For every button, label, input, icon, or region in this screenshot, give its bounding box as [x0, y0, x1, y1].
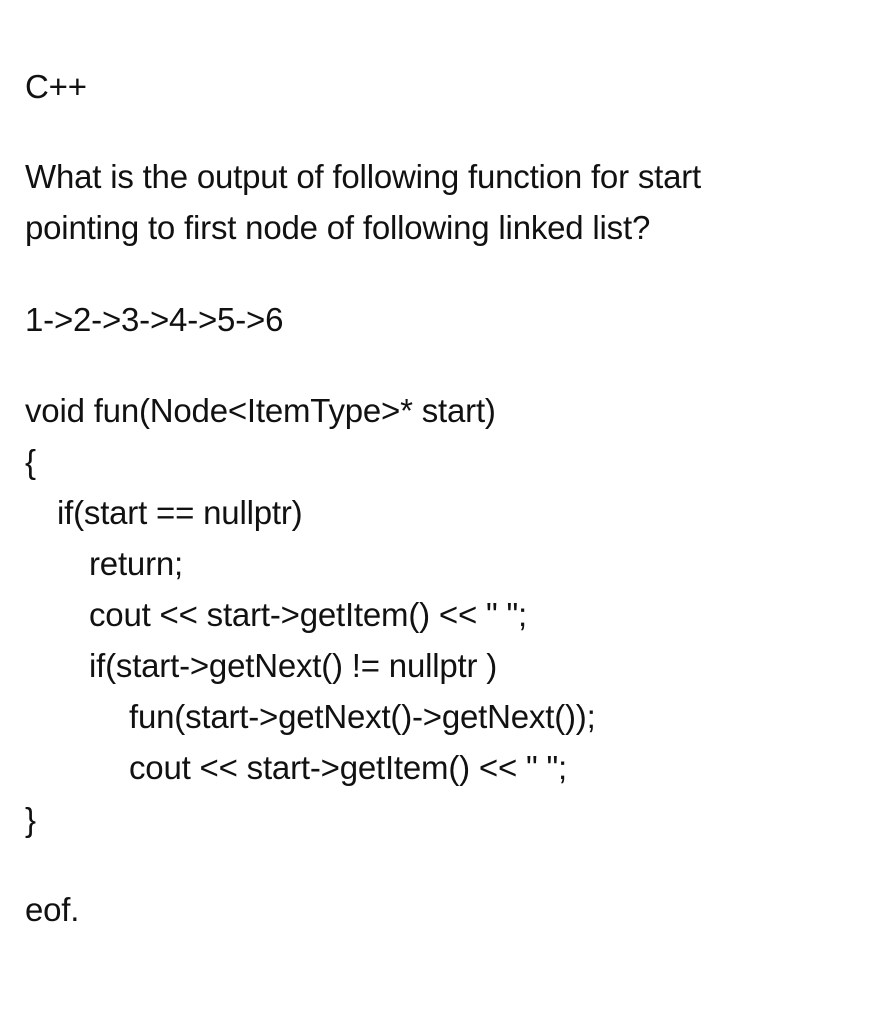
- code-signature: void fun(Node<ItemType>* start): [25, 392, 496, 429]
- language-label: C++: [25, 68, 87, 105]
- code-open-brace: {: [25, 443, 36, 480]
- code-cout-first: cout << start->getItem() << " ";: [89, 596, 527, 633]
- question-text-line-2: pointing to first node of following link…: [25, 209, 651, 246]
- code-close-brace: }: [25, 801, 36, 838]
- code-return: return;: [89, 545, 183, 582]
- linked-list-text: 1->2->3->4->5->6: [25, 301, 284, 338]
- code-if-next: if(start->getNext() != nullptr ): [89, 647, 498, 684]
- footer-text: eof.: [25, 891, 80, 928]
- code-recursive-call: fun(start->getNext()->getNext());: [129, 698, 596, 735]
- code-cout-second: cout << start->getItem() << " ";: [129, 749, 567, 786]
- question-text-line-1: What is the output of following function…: [25, 158, 702, 195]
- code-if-null: if(start == nullptr): [57, 494, 303, 531]
